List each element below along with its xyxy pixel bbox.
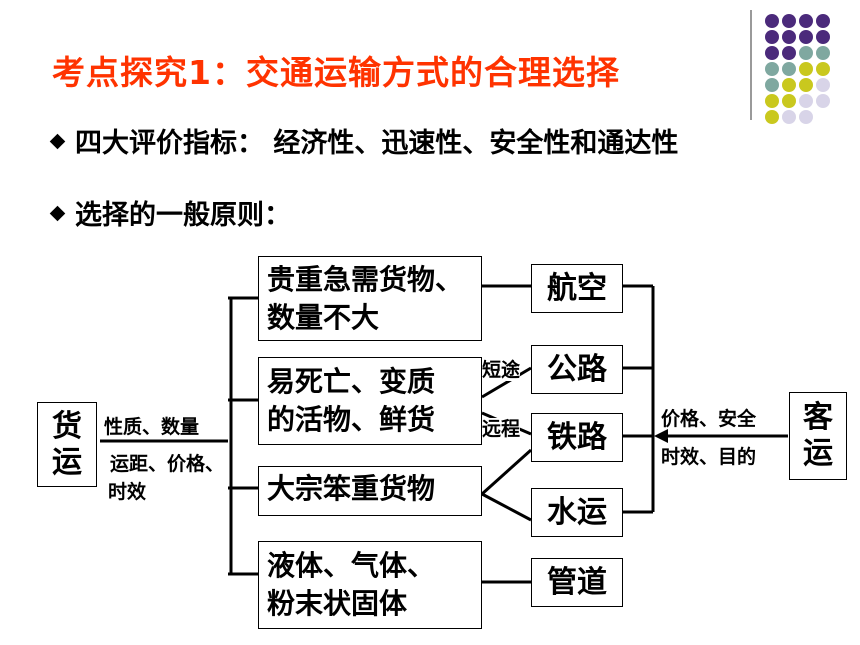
freight-node: 货运 [37, 402, 97, 487]
decor-dot [816, 46, 830, 60]
freight-label-distance-price: 运距、价格、 [110, 453, 225, 475]
cargo-perishable-live: 易死亡、变质 的活物、鲜货 [258, 357, 482, 445]
decor-dot [782, 94, 796, 108]
decor-dot [799, 14, 813, 28]
decor-dot [782, 14, 796, 28]
decor-dot [816, 94, 830, 108]
bullet-evaluation-indicators: 四大评价指标： 经济性、迅速性、安全性和通达性 [49, 121, 678, 160]
mode-water: 水运 [531, 488, 623, 537]
decor-dot [799, 110, 813, 124]
mode-rail: 铁路 [531, 413, 623, 462]
passenger-node: 客运 [789, 392, 847, 480]
decor-dot [765, 94, 779, 108]
decor-dot [799, 78, 813, 92]
short-distance-label: 短途 [482, 359, 521, 381]
cargo-bulky-heavy: 大宗笨重货物 [258, 466, 482, 516]
cargo-valuable-urgent: 贵重急需货物、 数量不大 [258, 256, 482, 341]
decor-dot [799, 94, 813, 108]
decor-dot [765, 30, 779, 44]
decor-dot [782, 62, 796, 76]
passenger-label-price-safety: 价格、安全 [661, 408, 757, 430]
mode-air: 航空 [531, 264, 623, 313]
decor-dot [782, 46, 796, 60]
decor-dot [799, 30, 813, 44]
passenger-label-time-purpose: 时效、目的 [661, 446, 757, 468]
page-title: 考点探究1：交通运输方式的合理选择 [52, 53, 620, 92]
decor-dot [782, 30, 796, 44]
freight-label-nature-quantity: 性质、数量 [104, 416, 200, 438]
cargo-liquid-gas-powder: 液体、气体、 粉末状固体 [258, 541, 482, 629]
decor-dot [816, 62, 830, 76]
decor-dot [816, 14, 830, 28]
decor-dot [765, 46, 779, 60]
mode-pipeline: 管道 [531, 558, 623, 607]
decor-vertical-line [750, 10, 752, 120]
long-distance-label: 远程 [482, 418, 521, 440]
decor-dot [816, 78, 830, 92]
decor-dot [799, 62, 813, 76]
decor-dot [782, 78, 796, 92]
decor-dot [782, 110, 796, 124]
bullet-general-principle: 选择的一般原则： [49, 193, 291, 232]
decor-dot [816, 30, 830, 44]
decor-dot [765, 110, 779, 124]
decor-dot [799, 46, 813, 60]
freight-label-time: 时效 [108, 481, 147, 503]
decor-dot [765, 14, 779, 28]
mode-road: 公路 [531, 345, 623, 394]
decor-dot [765, 78, 779, 92]
decor-dot [765, 62, 779, 76]
